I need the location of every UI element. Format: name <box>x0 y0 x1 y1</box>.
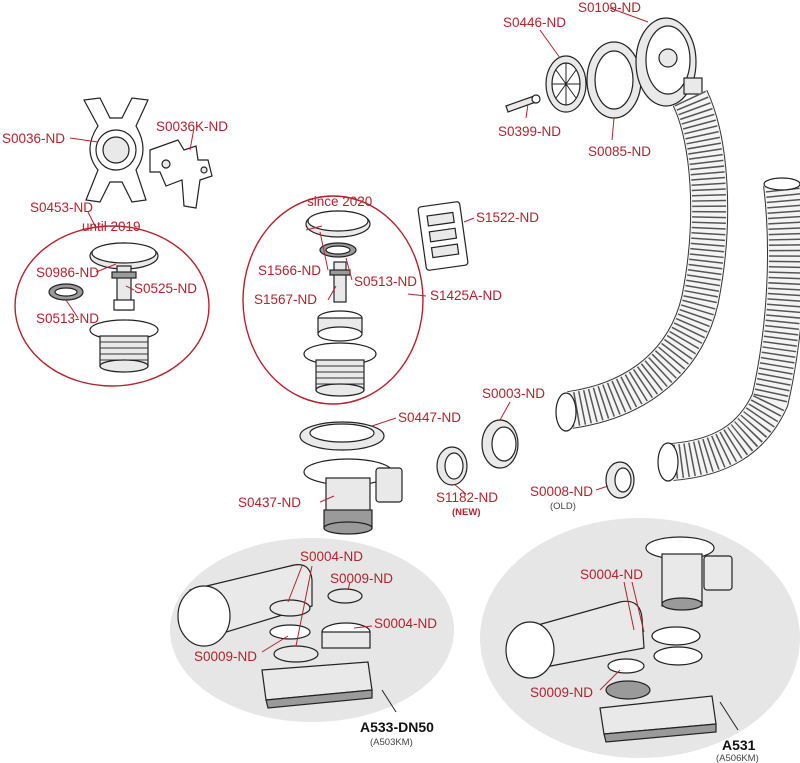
label-old-tag: (OLD) <box>550 501 576 512</box>
label-s0009-a533-left: S0009-ND <box>194 649 257 664</box>
a531-siphon-assembly <box>505 536 733 743</box>
label-s0085: S0085-ND <box>588 144 651 159</box>
label-s0513-left: S0513-ND <box>36 311 99 326</box>
s1522-grate <box>417 201 469 271</box>
s0513-ring-left <box>48 283 84 301</box>
label-s1522: S1522-ND <box>476 210 539 225</box>
s0437-trap-head <box>303 458 403 535</box>
s0986-plug-cap <box>89 242 159 270</box>
model-a531-code: (A506KM) <box>716 753 759 763</box>
s0008-ring <box>605 461 635 499</box>
label-s0036: S0036-ND <box>2 131 65 146</box>
label-s0003: S0003-ND <box>482 386 545 401</box>
label-new-tag: (NEW) <box>452 507 481 518</box>
label-s0986: S0986-ND <box>36 265 99 280</box>
s0085-gasket <box>586 41 642 119</box>
s1182-ring <box>436 446 468 486</box>
label-s0109: S0109-ND <box>578 0 641 15</box>
label-until-2019: until 2019 <box>82 219 141 234</box>
label-s0513-right: S0513-ND <box>354 274 417 289</box>
s1566-plug-cap <box>305 210 371 238</box>
s0446-overflow-cover <box>545 55 587 113</box>
model-a533-code: (A503KM) <box>370 737 413 748</box>
label-s0004-a531: S0004-ND <box>580 567 643 582</box>
label-s0036k: S0036K-ND <box>156 119 228 134</box>
label-s1566: S1566-ND <box>258 263 321 278</box>
waste-body-until-2019 <box>89 319 159 373</box>
label-s1425a: S1425A-ND <box>430 288 502 303</box>
s0036-bracket <box>83 97 149 203</box>
overflow-hose <box>555 89 729 432</box>
until-2019-detail-circle <box>14 225 210 387</box>
s0525-spindle <box>111 265 137 311</box>
since-2020-detail-circle <box>242 195 424 405</box>
s0447-gasket <box>299 421 385 451</box>
label-s0437: S0437-ND <box>238 495 301 510</box>
label-s0453: S0453-ND <box>30 200 93 215</box>
s1567-spindle <box>329 261 351 303</box>
label-s0447: S0447-ND <box>398 410 461 425</box>
label-s0399: S0399-ND <box>498 124 561 139</box>
s0399-screw <box>505 94 541 113</box>
a533-siphon-assembly <box>177 564 373 709</box>
label-s0004-a533-upper: S0004-ND <box>300 549 363 564</box>
s0513-ring-right <box>319 242 357 258</box>
model-a531-name: A531 <box>722 737 756 753</box>
leader-lines <box>65 7 739 731</box>
label-s0446: S0446-ND <box>503 15 566 30</box>
s0003-nut <box>481 419 519 469</box>
s0036k-bracket <box>149 139 213 209</box>
waste-body-since-2020 <box>303 342 377 397</box>
model-a533-name: A533-DN50 <box>360 719 434 735</box>
label-s0009-a531: S0009-ND <box>530 685 593 700</box>
s1425a-nut <box>317 310 363 342</box>
label-s0009-a533-right: S0009-ND <box>330 571 393 586</box>
label-s0525: S0525-ND <box>134 281 197 296</box>
label-s0004-a533-lower: S0004-ND <box>374 616 437 631</box>
label-s1182: S1182-ND <box>436 490 498 505</box>
label-s0008: S0008-ND <box>530 484 593 499</box>
s0109-overflow-body <box>635 17 703 107</box>
label-since-2020: since 2020 <box>307 194 372 209</box>
waste-hose <box>657 177 800 482</box>
label-s1567: S1567-ND <box>254 292 317 307</box>
